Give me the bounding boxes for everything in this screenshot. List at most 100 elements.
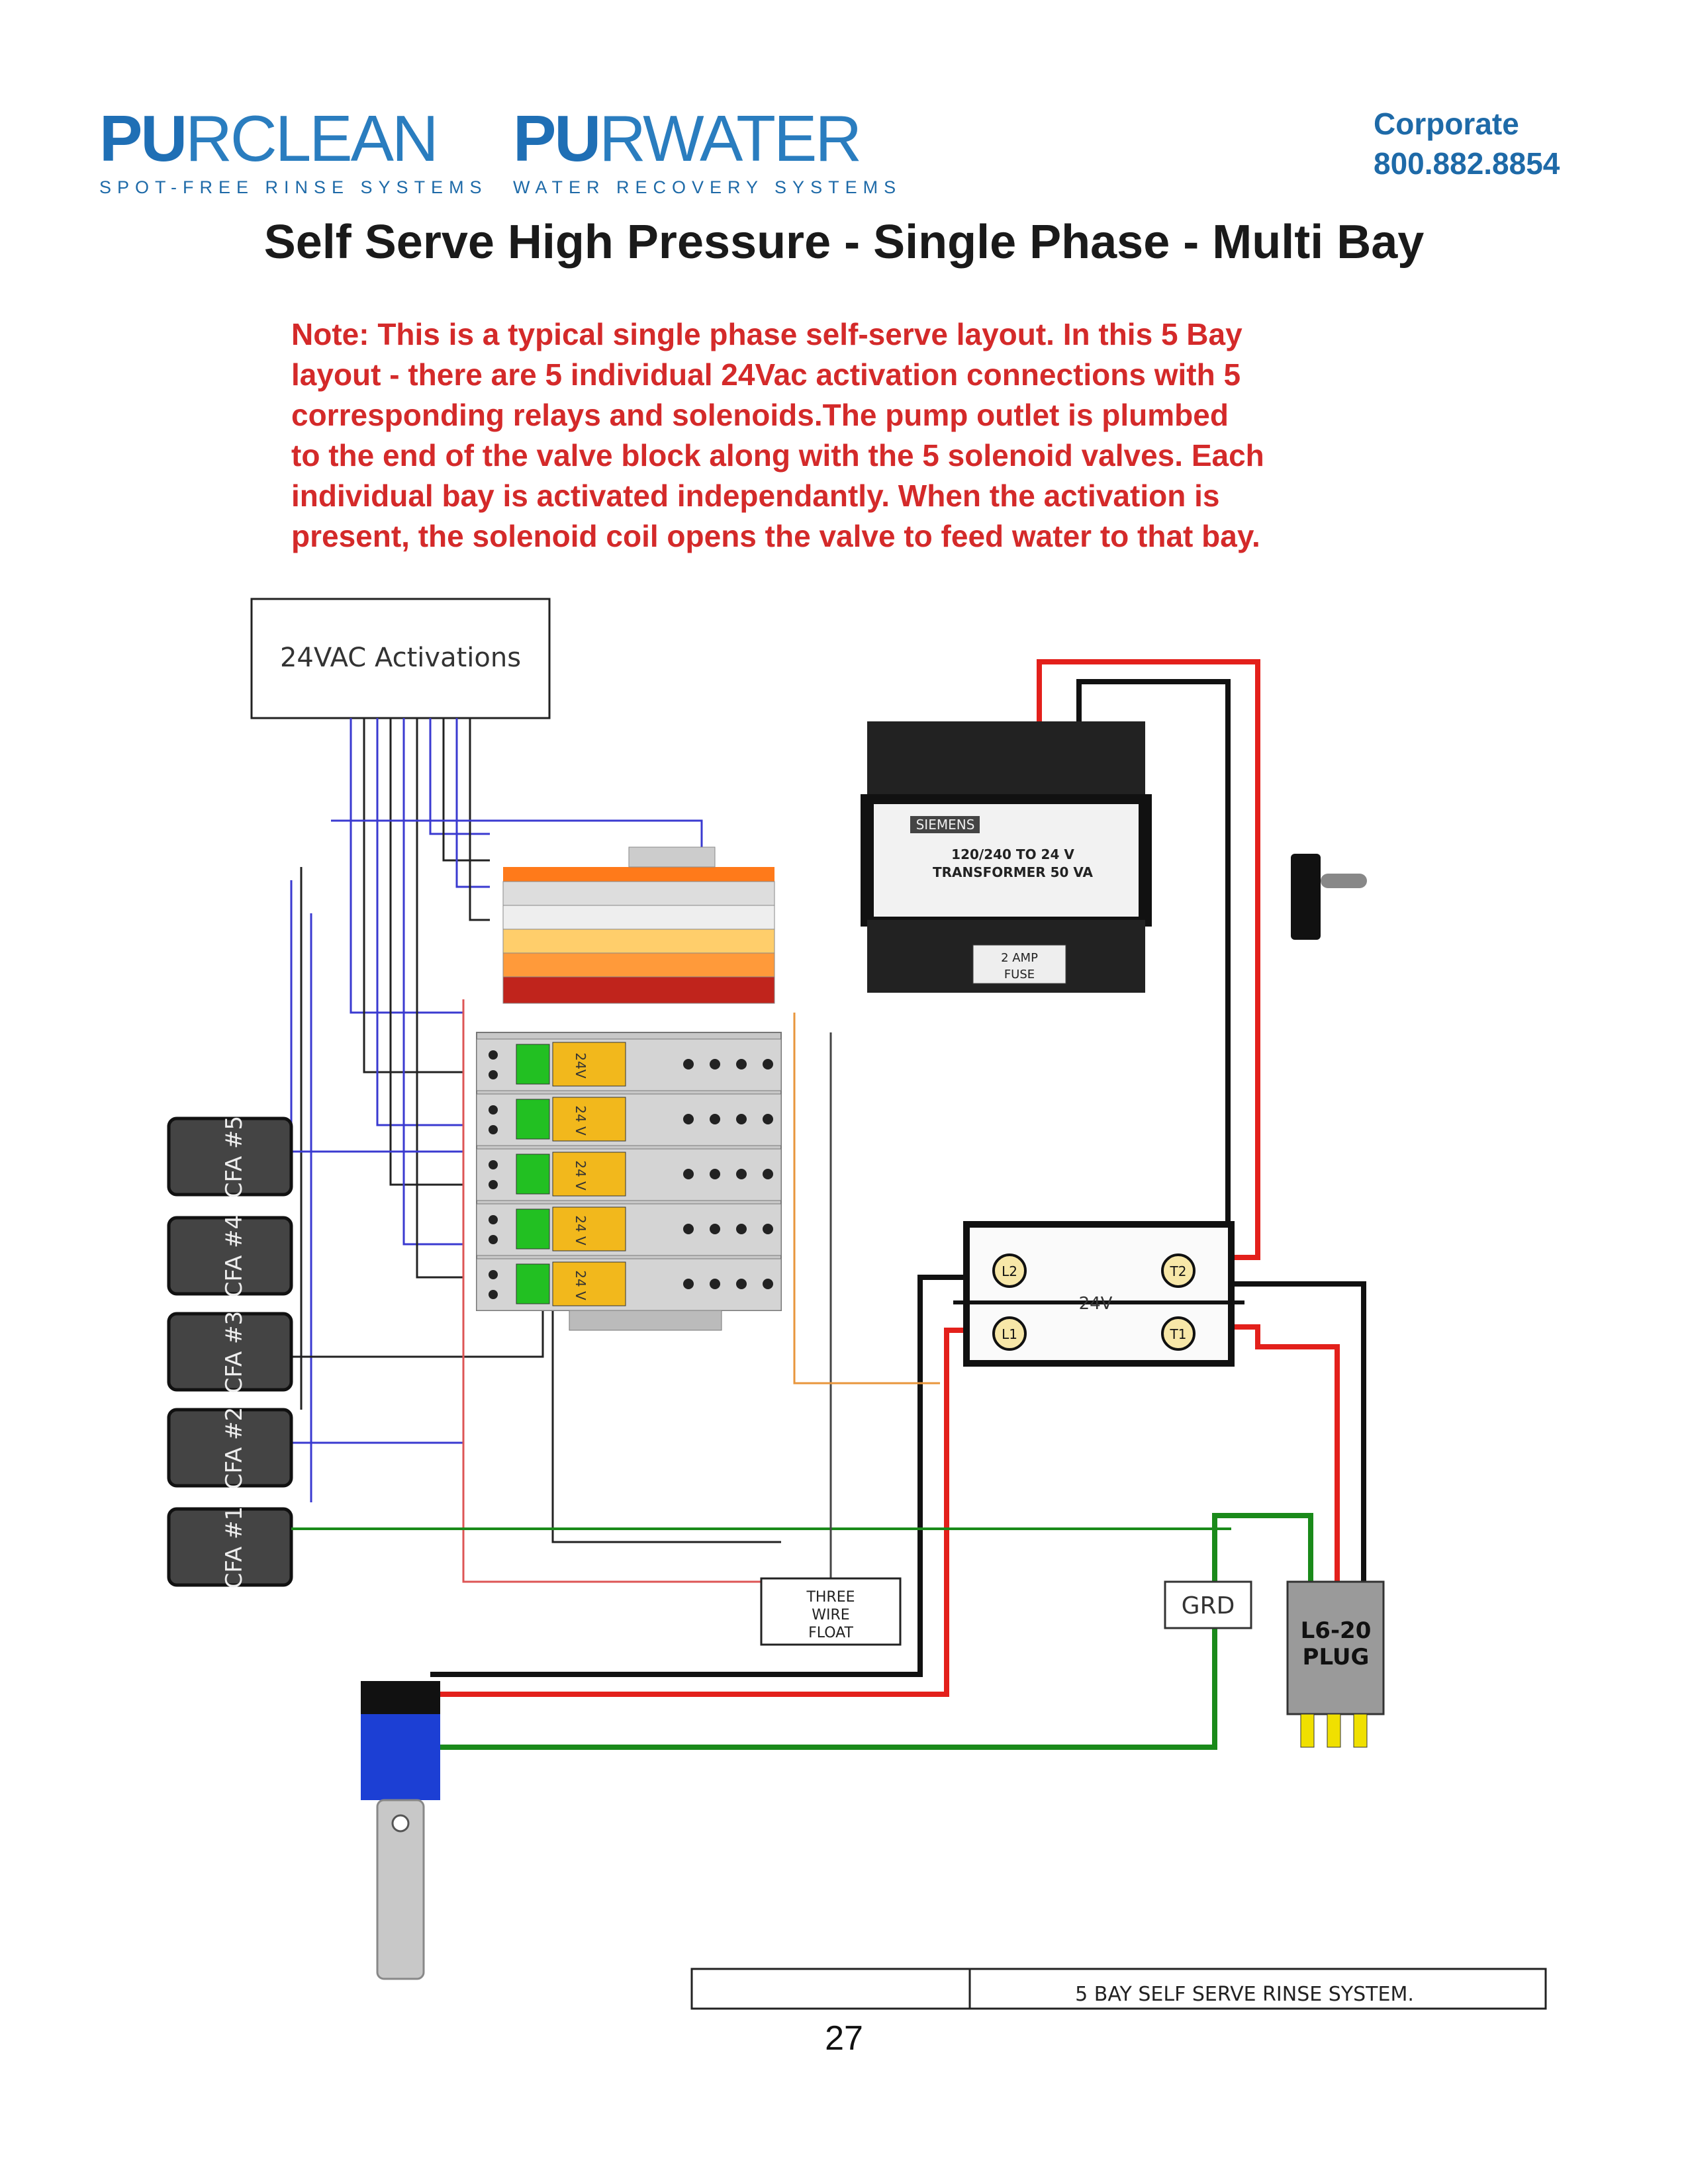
contactor: L2 T2 L1 T1 24V <box>953 1221 1244 1367</box>
float-label: WIRE <box>812 1607 849 1623</box>
relay-terminal <box>736 1279 747 1289</box>
relay-terminal <box>763 1224 773 1234</box>
relay-coil <box>552 1152 626 1197</box>
relay-terminal <box>763 1059 773 1069</box>
corporate-label: Corporate <box>1374 107 1519 141</box>
cfa-5-label: CFA #5 <box>221 1116 248 1198</box>
relay-input-terminal <box>489 1235 498 1244</box>
relay-terminal <box>736 1114 747 1124</box>
float-label: THREE <box>806 1589 855 1606</box>
fuse-line2: FUSE <box>1004 968 1035 981</box>
aux-wire <box>793 1013 940 1385</box>
plug-label: L6-20 <box>1301 1617 1372 1644</box>
relay-terminal <box>763 1114 773 1124</box>
contactor-t2: T2 <box>1170 1263 1187 1279</box>
note-line: individual bay is activated independantl… <box>291 478 1220 513</box>
relay-coil-label: 24 V <box>573 1270 588 1300</box>
relay-input-terminal <box>489 1050 498 1060</box>
cfa-3-label: CFA #3 <box>221 1311 248 1393</box>
transformer: SIEMENS 120/240 TO 24 V TRANSFORMER 50 V… <box>861 721 1152 993</box>
relay-terminal <box>710 1114 720 1124</box>
purwater-logo: PURWATER WATER RECOVERY SYSTEMS <box>513 106 902 198</box>
fuse-line1: 2 AMP <box>1001 951 1038 965</box>
purwater-tagline: WATER RECOVERY SYSTEMS <box>513 177 902 197</box>
cfa-connectors: CFA #5 CFA #4 CFA #3 CFA #2 CFA #1 <box>167 1116 293 1588</box>
purclean-logo-p: P <box>99 102 142 175</box>
purclean-tagline: SPOT-FREE RINSE SYSTEMS <box>99 177 488 197</box>
relay-input-terminal <box>489 1180 498 1189</box>
activations-box <box>250 598 551 719</box>
purwater-logo-p: P <box>513 102 556 175</box>
ground-box <box>1164 1580 1252 1629</box>
ground-label: GRD <box>1182 1592 1235 1619</box>
purwater-logo-u: U <box>554 102 601 175</box>
relay-input-terminal <box>489 1105 498 1115</box>
relay-terminal <box>710 1279 720 1289</box>
purwater-logo-suffix: RWATER <box>599 102 862 175</box>
cfa-2-label: CFA #2 <box>221 1407 248 1489</box>
title-block: 5 BAY SELF SERVE RINSE SYSTEM. <box>690 1968 1547 2010</box>
contactor-l2: L2 <box>1002 1263 1017 1279</box>
note-line: to the end of the valve block along with… <box>291 438 1264 473</box>
relay-terminal <box>683 1114 694 1124</box>
relay-coil-label: 24 V <box>573 1215 588 1246</box>
page-number: 27 <box>825 2019 863 2058</box>
note-line: corresponding relays and solenoids.The p… <box>291 398 1229 432</box>
l6-20-plug: L6-20 PLUG <box>1286 1580 1385 1748</box>
relay-led <box>516 1263 550 1304</box>
relay-terminal <box>710 1169 720 1179</box>
cfa-1-label: CFA #1 <box>221 1506 248 1588</box>
purclean-logo-u: U <box>140 102 187 175</box>
relay-coil <box>552 1206 626 1251</box>
relay-terminal <box>683 1169 694 1179</box>
contactor-l1: L1 <box>1002 1326 1017 1342</box>
relay-input-terminal <box>489 1290 498 1299</box>
float-label: FLOAT <box>808 1625 853 1641</box>
relay-led <box>516 1208 550 1250</box>
relay-terminal <box>683 1059 694 1069</box>
relay-terminal <box>736 1224 747 1234</box>
relay-led <box>516 1099 550 1140</box>
relay-terminal <box>683 1279 694 1289</box>
relay-coil <box>552 1097 626 1142</box>
relay-input-terminal <box>489 1125 498 1134</box>
three-wire-float: THREE WIRE FLOAT <box>760 1577 902 1646</box>
title-block-caption: 5 BAY SELF SERVE RINSE SYSTEM. <box>1075 1983 1414 2006</box>
relay-coil <box>552 1261 626 1306</box>
solenoid-probe <box>361 1681 440 1980</box>
note-line: layout - there are 5 individual 24Vac ac… <box>291 357 1241 392</box>
relay-coil <box>552 1042 626 1087</box>
note-line: Note: This is a typical single phase sel… <box>291 317 1243 351</box>
relay-terminal <box>683 1224 694 1234</box>
relay-terminal <box>736 1059 747 1069</box>
contactor-coil-label: 24V <box>1079 1294 1113 1314</box>
relay-input-terminal <box>489 1160 498 1169</box>
cfa-4-label: CFA #4 <box>221 1215 248 1297</box>
relay-terminal <box>710 1059 720 1069</box>
corporate-phone: 800.882.8854 <box>1374 146 1560 181</box>
purclean-logo: PURCLEAN SPOT-FREE RINSE SYSTEMS <box>99 106 488 198</box>
relay-coil-label: 24V <box>573 1052 588 1078</box>
note-line: present, the solenoid coil opens the val… <box>291 519 1260 553</box>
relay-terminal <box>763 1279 773 1289</box>
page-title: Self Serve High Pressure - Single Phase … <box>263 216 1425 269</box>
layout-note: Note: This is a typical single phase sel… <box>291 314 1390 557</box>
relay-coil-label: 24 V <box>573 1105 588 1136</box>
relay-terminal <box>763 1169 773 1179</box>
relay-input-terminal <box>489 1215 498 1224</box>
purclean-logo-suffix: RCLEAN <box>185 102 439 175</box>
toggle-switch-icon <box>1291 854 1367 940</box>
relay-led <box>516 1044 550 1085</box>
relay-input-terminal <box>489 1070 498 1079</box>
relay-led <box>516 1154 550 1195</box>
plug-label: PLUG <box>1303 1644 1370 1670</box>
corporate-contact: Corporate 800.882.8854 <box>1374 104 1560 183</box>
contactor-t1: T1 <box>1170 1326 1187 1342</box>
transformer-brand: SIEMENS <box>916 817 975 833</box>
relay-terminal <box>710 1224 720 1234</box>
relay-input-terminal <box>489 1270 498 1279</box>
transformer-line1: 120/240 TO 24 V <box>951 846 1074 862</box>
relay-terminal <box>736 1169 747 1179</box>
